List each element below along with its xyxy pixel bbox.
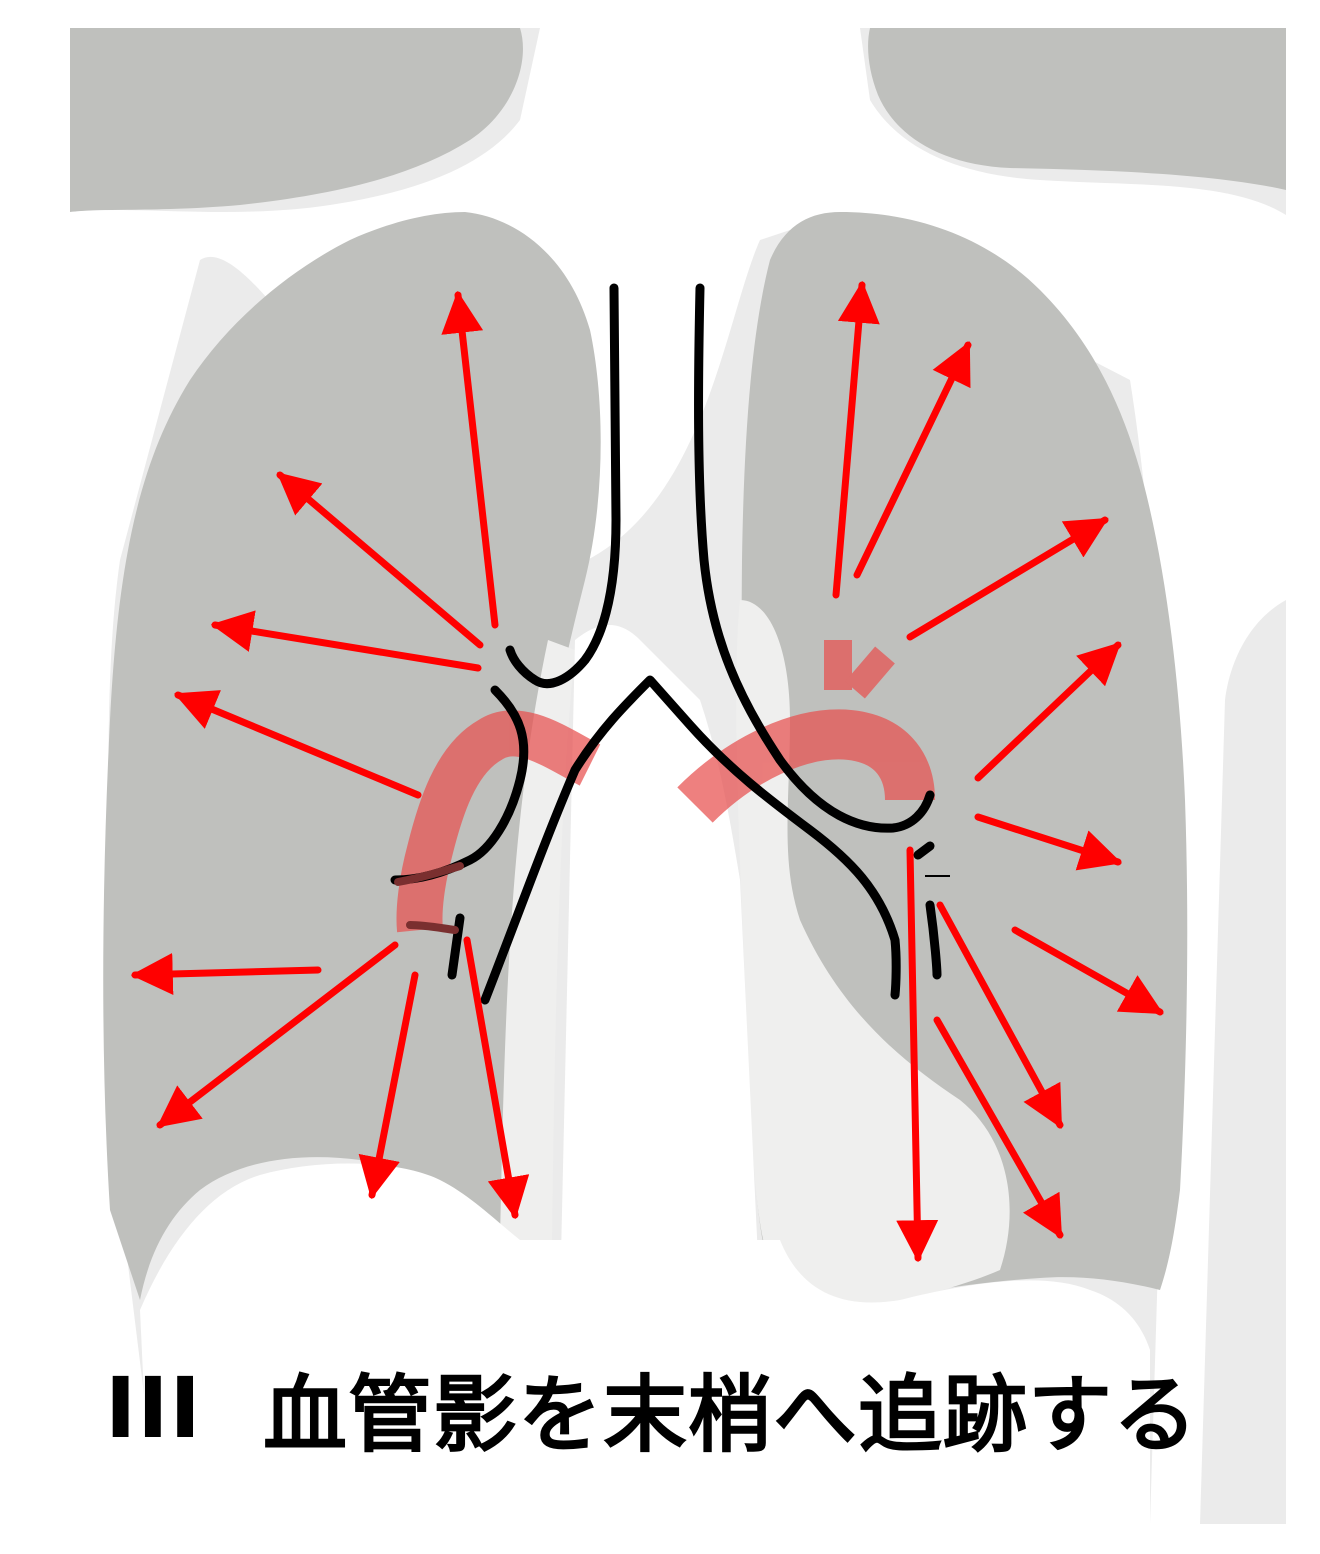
arrow-right-upper-vertical xyxy=(441,290,499,629)
trachea-left-wall xyxy=(694,283,935,833)
arrow-left-middle-upper xyxy=(974,641,1122,782)
arrow-right-lower-vertical xyxy=(463,936,530,1220)
left-bronchus-hook xyxy=(913,841,935,860)
arrow-left-lateral xyxy=(1011,926,1164,1016)
arrow-right-middle-upper xyxy=(210,610,482,672)
left-pulmonary-artery-branch-2 xyxy=(845,646,895,699)
carina xyxy=(480,675,901,1005)
right-mediastinal-shadow xyxy=(500,640,575,1240)
left-lower-bronchus xyxy=(925,900,942,980)
vessel-arrows xyxy=(130,280,1164,1263)
arrow-left-upper-oblique xyxy=(853,341,972,579)
arrow-right-middle-lower xyxy=(174,690,422,799)
arrow-left-lower-oblique xyxy=(936,901,1064,1129)
diaphragm-left xyxy=(560,1240,1150,1524)
arrow-right-lower-medial xyxy=(358,971,419,1200)
arrow-right-upper-oblique xyxy=(276,471,484,649)
right-lower-bronchus xyxy=(447,913,465,980)
arrow-left-upper-vertical xyxy=(832,280,880,599)
right-pulmonary-artery xyxy=(396,710,601,933)
arrow-left-lower-vertical xyxy=(896,846,939,1263)
diaphragm-right xyxy=(140,1163,560,1524)
arrow-right-lateral xyxy=(130,952,322,995)
arrow-left-upper-lateral xyxy=(906,516,1109,641)
arrow-right-lower-lateral xyxy=(156,941,399,1129)
trachea-right-wall xyxy=(505,283,621,689)
figure-caption: III 血管影を末梢へ追跡する xyxy=(105,1358,1198,1464)
arrow-left-middle-lower xyxy=(974,813,1122,871)
caption-text: 血管影を末梢へ追跡する xyxy=(263,1365,1199,1464)
caption-numeral: III xyxy=(105,1359,202,1457)
right-bronchus-dark-overlap xyxy=(394,862,464,934)
heart-shadow xyxy=(736,600,1010,1309)
arrow-left-lower-medial xyxy=(933,1016,1064,1239)
